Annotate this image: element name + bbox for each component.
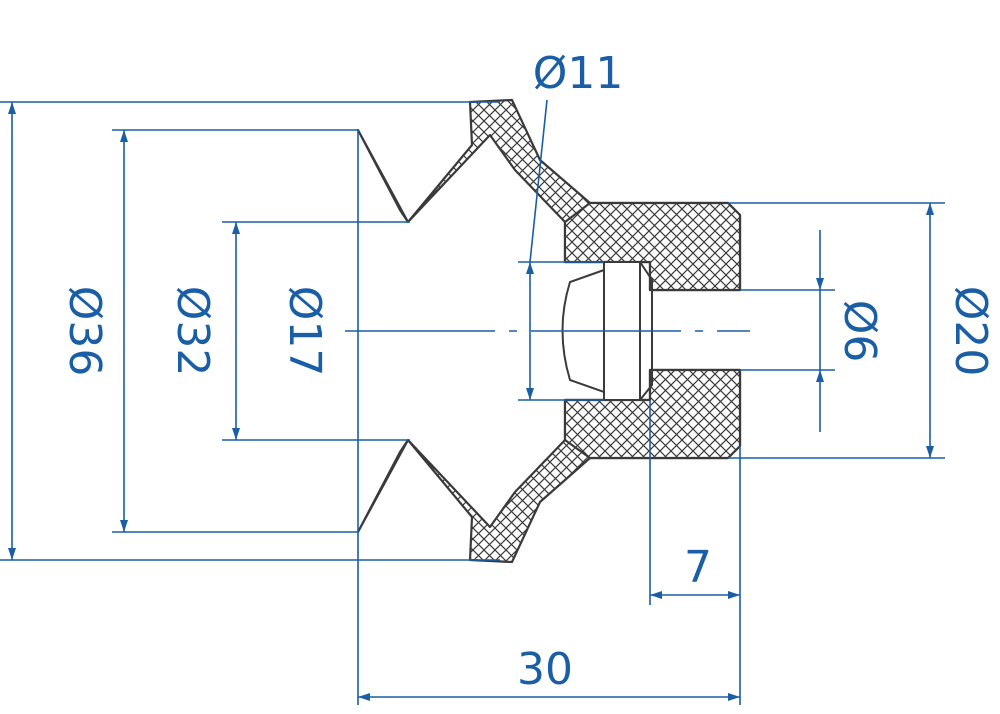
dimension-labels: Ø36 Ø32 Ø17 Ø11 Ø20 Ø6 7 30: [59, 48, 996, 695]
label-outer-diameter: Ø36: [59, 286, 110, 377]
label-lip-diameter: Ø32: [167, 286, 218, 377]
label-bore-diameter: Ø6: [834, 300, 885, 363]
cavity-rim: [604, 261, 653, 401]
label-inner-diameter: Ø17: [279, 286, 330, 377]
dimension-lines: [8, 99, 934, 701]
label-hub-diameter: Ø20: [945, 286, 996, 377]
label-bore-depth: 7: [684, 542, 712, 593]
label-overall-length: 30: [517, 644, 573, 695]
label-cavity-diameter: Ø11: [533, 48, 624, 99]
leader-11: [529, 99, 548, 263]
extension-lines: [0, 101, 945, 705]
